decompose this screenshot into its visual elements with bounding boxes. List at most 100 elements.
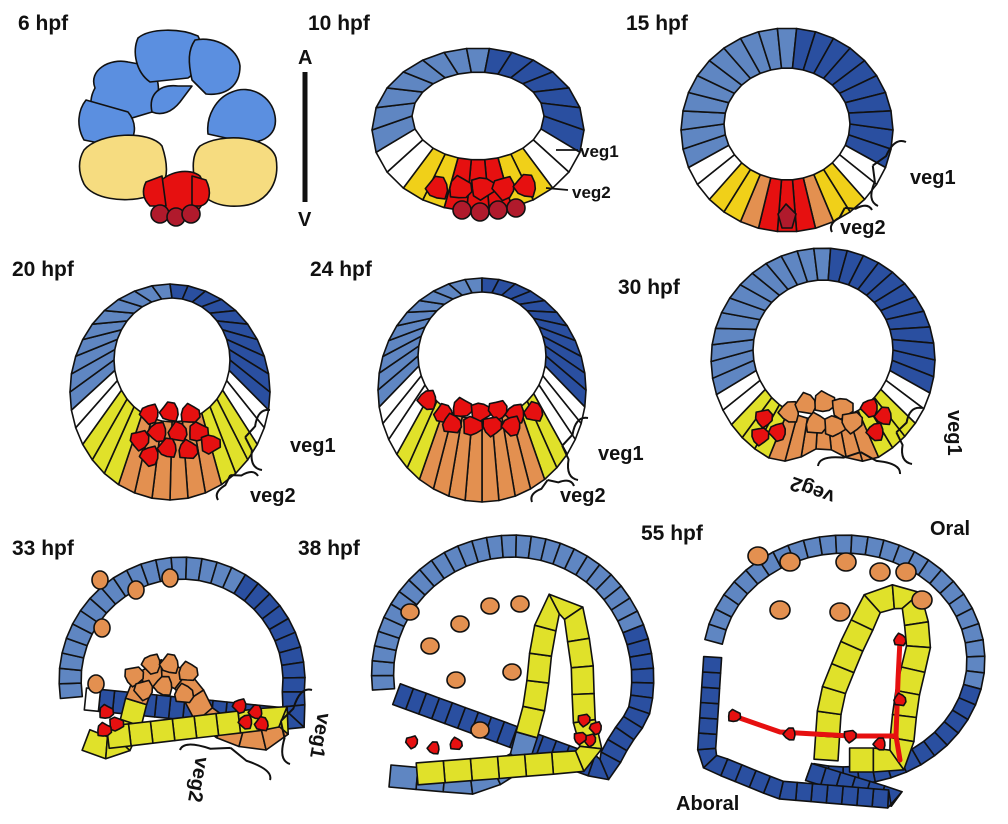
- stage-label-10hpf: 10 hpf: [308, 12, 370, 36]
- epithelial-cell: [872, 789, 889, 808]
- epithelial-cell: [796, 782, 813, 801]
- small-micromere-cell: [489, 201, 507, 219]
- axis-label-a: A: [298, 47, 312, 69]
- epithelial-cell: [850, 748, 874, 772]
- stage-label-30hpf: 30 hpf: [618, 276, 680, 300]
- epithelial-cell: [416, 761, 445, 785]
- small-micromere-cell: [507, 199, 525, 217]
- epithelial-cell: [389, 765, 418, 789]
- epithelial-cell: [814, 736, 840, 761]
- mesenchyme-cell: [748, 547, 768, 565]
- mesenchyme-cell: [503, 664, 521, 680]
- tier-label-veg2-10hpf: veg2: [572, 183, 611, 202]
- mesenchyme-cell: [870, 563, 890, 581]
- epithelial-cell: [282, 678, 305, 692]
- epithelial-cell: [282, 662, 305, 678]
- endomesoderm-cell: [159, 654, 178, 673]
- tier-label-veg1-20hpf: veg1: [290, 435, 336, 457]
- epithelial-cell: [632, 668, 654, 683]
- epithelial-cell: [516, 706, 544, 738]
- tier-label-veg2-24hpf: veg2: [560, 485, 606, 507]
- tier-label-veg2-15hpf: veg2: [840, 217, 886, 239]
- small-micromere-cell: [453, 201, 471, 219]
- skeletogenic-cell: [181, 403, 200, 422]
- epithelial-cell: [59, 683, 82, 698]
- tier-label-veg1-30hpf: veg1: [943, 410, 965, 456]
- tier-label-veg2-30hpf: veg2: [787, 472, 837, 508]
- epithelial-cell: [842, 786, 859, 805]
- epithelial-cell: [811, 784, 828, 803]
- animal-cell: [189, 39, 240, 94]
- embryo-30hpf: veg1 veg2: [711, 248, 965, 508]
- epithelial-cell: [965, 640, 985, 657]
- mesenchyme-cell: [421, 638, 439, 654]
- skeletogenic-cell: [894, 633, 906, 645]
- mesenchyme-cell: [451, 616, 469, 632]
- stage-label-15hpf: 15 hpf: [626, 12, 688, 36]
- mesenchyme-cell: [92, 571, 108, 589]
- epithelial-cell: [501, 535, 516, 557]
- embryo-38hpf: [372, 535, 654, 794]
- skeletogenic-cell: [406, 736, 418, 749]
- stage-label-38hpf: 38 hpf: [298, 537, 360, 561]
- small-micromere-cell: [151, 205, 169, 223]
- embryo-33hpf: veg1veg2: [59, 557, 335, 804]
- stage-label-24hpf: 24 hpf: [310, 258, 372, 282]
- epithelial-cell: [150, 719, 174, 743]
- epithelial-cell: [905, 622, 931, 648]
- mesenchyme-cell: [162, 569, 178, 587]
- epithelial-cell: [701, 687, 720, 704]
- orientation-label-aboral: Aboral: [676, 793, 739, 815]
- mesenchyme-cell: [511, 596, 529, 612]
- stage-label-20hpf: 20 hpf: [12, 258, 74, 282]
- embryo-10hpf: veg1 veg2: [372, 49, 619, 222]
- tier-label-veg1-33hpf: veg1: [305, 711, 335, 760]
- skeletogenic-cell: [844, 731, 856, 743]
- embryo-20hpf: veg1 veg2: [70, 284, 336, 507]
- skeletogenic-cell: [729, 709, 741, 721]
- epithelial-cell: [857, 788, 874, 807]
- epithelial-cell: [703, 657, 722, 673]
- epithelial-cell: [699, 718, 718, 735]
- mesenchyme-cell: [88, 675, 104, 693]
- epithelial-cell: [523, 680, 549, 710]
- epithelial-cell: [498, 754, 527, 778]
- orientation-label-oral: Oral: [930, 518, 970, 540]
- epithelial-cell: [527, 653, 552, 683]
- axis-label-v: V: [298, 209, 312, 231]
- mesenchyme-cell: [447, 672, 465, 688]
- epithelial-cell: [702, 672, 721, 689]
- mesenchyme-cell: [94, 619, 110, 637]
- epithelial-cell: [571, 666, 594, 695]
- mesenchyme-cell: [912, 591, 932, 609]
- epithelial-cell: [194, 714, 219, 738]
- mesenchyme-cell: [836, 553, 856, 571]
- epithelial-cell: [470, 757, 499, 781]
- mesenchyme-cell: [401, 604, 419, 620]
- mesenchyme-cell: [770, 601, 790, 619]
- tier-label-veg1-10hpf: veg1: [580, 142, 619, 161]
- epithelial-cell: [568, 638, 594, 668]
- stage-label-55hpf: 55 hpf: [641, 522, 703, 546]
- small-micromere-cell: [182, 205, 200, 223]
- animal-cell: [208, 89, 276, 142]
- mesenchyme-cell: [896, 563, 916, 581]
- small-micromere-cell: [471, 203, 489, 221]
- endomesoderm-cell: [806, 412, 826, 433]
- epithelial-cell: [836, 535, 852, 553]
- mesenchyme-cell: [471, 722, 489, 738]
- av-axis: AV: [298, 47, 312, 231]
- epithelial-cell: [172, 716, 196, 740]
- embryo-6hpf: [79, 30, 277, 226]
- drawings-layer: AVveg1veg2veg1veg2veg1veg2veg1veg2veg1ve…: [59, 29, 985, 816]
- stage-label-33hpf: 33 hpf: [12, 537, 74, 561]
- endomesoderm-cell: [795, 393, 816, 414]
- mesenchyme-cell: [481, 598, 499, 614]
- epithelial-cell: [129, 721, 153, 745]
- animal-cell: [151, 86, 192, 114]
- mesenchyme-cell: [128, 581, 144, 599]
- tier-label-veg2-20hpf: veg2: [250, 485, 296, 507]
